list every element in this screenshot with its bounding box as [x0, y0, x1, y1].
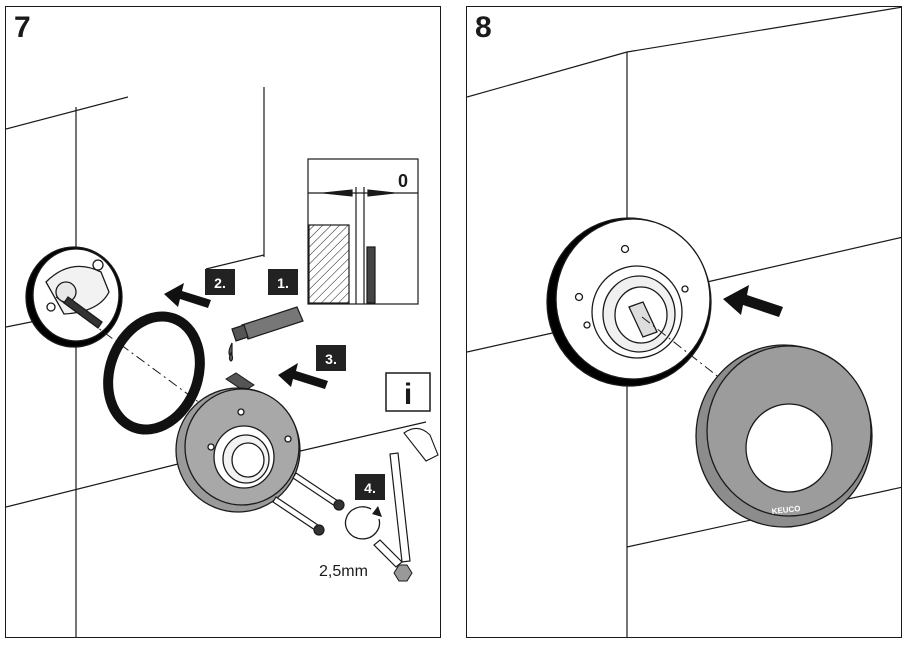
wall-tiles [6, 87, 427, 637]
step-number: 8 [475, 11, 492, 44]
mounting-plate [546, 217, 712, 387]
push-arrow [723, 285, 783, 317]
step-8-illustration: KEUCO [467, 7, 901, 637]
arrow-3 [278, 363, 328, 389]
hex-key [373, 452, 411, 568]
info-box [385, 372, 431, 412]
badge-3: 3. [325, 351, 337, 367]
step-7-panel: 7 2. 1. [5, 6, 441, 638]
step-7-illustration: 2. 1. 3. [6, 87, 439, 637]
detail-inset [307, 158, 419, 305]
o-ring [103, 311, 205, 435]
badge-4: 4. [364, 480, 376, 496]
mounting-body [25, 246, 123, 348]
arrow-2 [164, 283, 211, 308]
gap-value: 0 [398, 171, 408, 191]
rotate-clockwise-icon [344, 506, 381, 540]
grease-tube [228, 306, 304, 362]
step-8-panel: 8 [466, 6, 902, 638]
mounting-plate [175, 387, 301, 513]
hand-icon [403, 427, 439, 462]
cover-rosette [695, 344, 873, 528]
info-icon: i [404, 378, 412, 411]
brand-mark: KEUCO [771, 504, 801, 516]
step-number: 7 [14, 11, 31, 44]
hexagon-icon [393, 564, 413, 582]
screws [272, 472, 345, 536]
badge-2: 2. [214, 275, 226, 291]
tool-size-label: 2,5mm [319, 563, 368, 580]
badge-1: 1. [277, 275, 289, 291]
